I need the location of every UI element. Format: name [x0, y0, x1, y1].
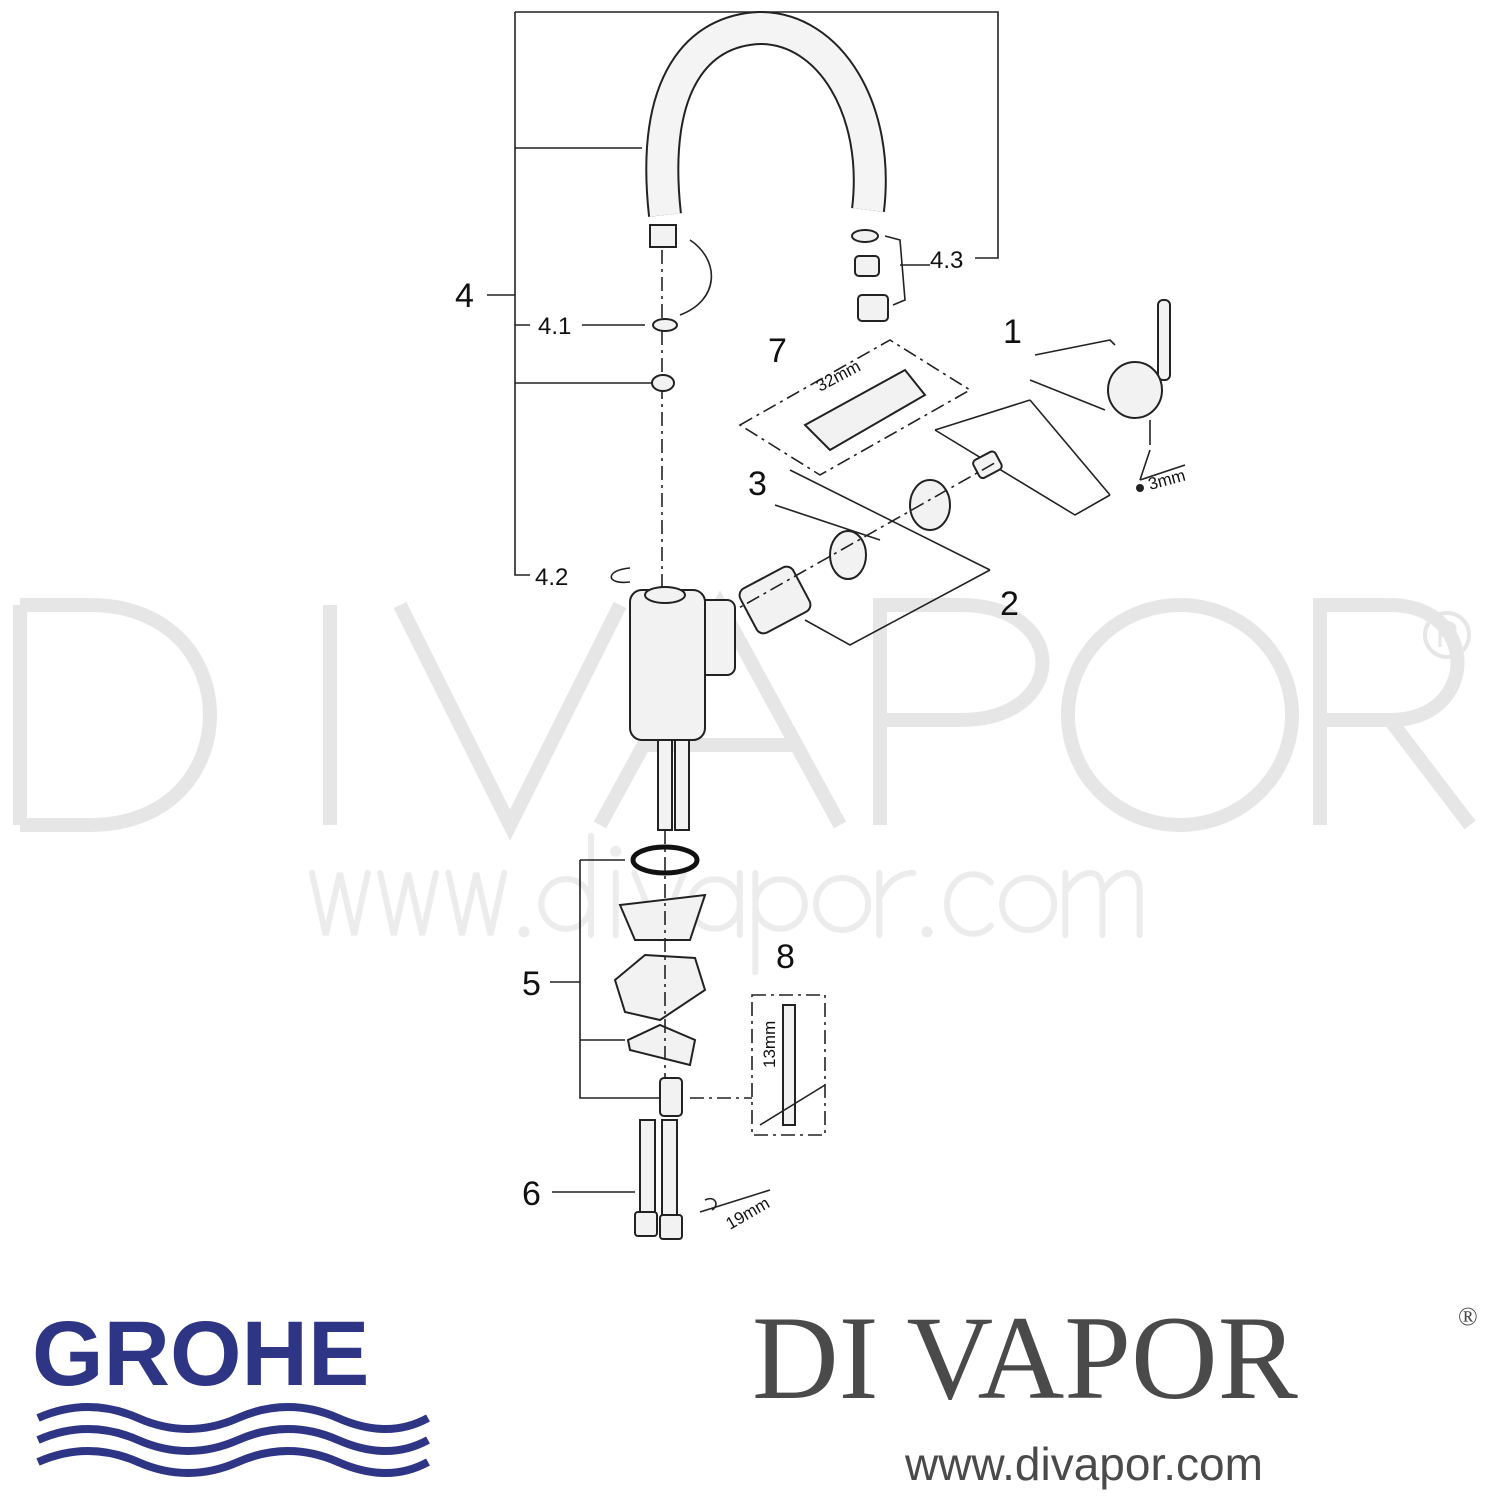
divapor-registered: ® [1458, 1302, 1478, 1331]
bracket-5 [550, 859, 660, 1099]
label-1: 1 [1003, 313, 1022, 351]
tool-8 [782, 1004, 796, 1126]
label-7: 7 [768, 332, 787, 370]
label-6: 6 [522, 1175, 541, 1213]
label-8: 8 [776, 938, 795, 976]
tap-body [629, 586, 736, 831]
clip-4-2 [610, 567, 631, 584]
watermark-title [13, 590, 1476, 841]
grohe-logo: GROHE [32, 1303, 430, 1477]
cartridge-ring [829, 530, 867, 580]
label-4-3: 4.3 [930, 247, 963, 274]
handle-screw [972, 450, 1003, 480]
dim-3mm: 3mm [1146, 466, 1187, 494]
aerator-parts [851, 229, 930, 322]
bracket-2 [789, 469, 991, 646]
cartridge [738, 565, 812, 635]
watermark-letter [538, 832, 595, 938]
watermark-letter [813, 874, 872, 934]
watermark-letter [309, 870, 371, 936]
label-4: 4 [455, 277, 474, 315]
watermark-letter [445, 870, 508, 936]
watermark-letter [944, 871, 994, 937]
mounting-parts [613, 844, 707, 1117]
watermark-letter [752, 870, 808, 976]
part-nut [651, 374, 675, 392]
axis-line-diagonal [699, 459, 1001, 631]
watermark-letter [1062, 869, 1143, 938]
watermark-letter [921, 926, 933, 938]
spout [645, 10, 887, 316]
label-4-2: 4.2 [535, 564, 568, 591]
watermark-letter [610, 845, 622, 938]
watermark-letter [687, 870, 743, 938]
watermark-letter [999, 874, 1058, 934]
label-2: 2 [1000, 585, 1019, 623]
o-ring-4-1 [652, 318, 678, 332]
cartridge-nut [909, 479, 951, 531]
watermark-registered [1423, 611, 1471, 659]
watermark-url [309, 832, 1143, 976]
divapor-logo: DI VAPOR [752, 1291, 1298, 1424]
dim-32mm: 32mm [813, 357, 864, 396]
divapor-url: www.divapor.com [904, 1438, 1263, 1490]
tool-7-box [738, 339, 972, 476]
label-4-1: 4.1 [538, 313, 571, 340]
tool-8-bar [759, 1084, 826, 1126]
watermark-letter [377, 870, 439, 936]
label-5: 5 [522, 965, 541, 1003]
grohe-logo-text: GROHE [32, 1303, 369, 1405]
leader-3 [774, 504, 881, 541]
watermark-letter [876, 870, 917, 938]
bracket-1 [934, 339, 1116, 516]
flex-hoses [634, 1119, 771, 1240]
label-3: 3 [748, 465, 767, 503]
handle-lever [1107, 299, 1186, 492]
dim-19mm: 19mm [723, 1193, 773, 1233]
watermark-letter [518, 926, 530, 938]
dim-13mm: 13mm [760, 1021, 779, 1068]
tool-8-box [751, 994, 826, 1136]
